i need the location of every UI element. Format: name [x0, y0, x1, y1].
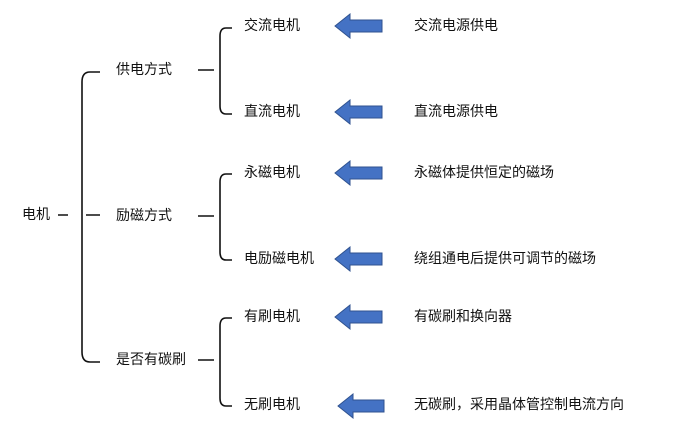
main-bracket: [58, 71, 100, 363]
motor-description: 永磁体提供恒定的磁场: [414, 165, 554, 181]
motor-type-label: 永磁电机: [244, 165, 300, 181]
category-label: 供电方式: [116, 62, 172, 78]
arrow-icon: [334, 12, 383, 40]
bracket-供电方式: [198, 27, 232, 115]
category-label: 励磁方式: [116, 208, 172, 224]
motor-description: 直流电源供电: [414, 104, 498, 120]
category-label: 是否有碳刷: [116, 352, 186, 368]
motor-type-label: 有刷电机: [244, 309, 300, 325]
motor-description: 绕组通电后提供可调节的磁场: [414, 251, 596, 267]
motor-description: 无碳刷，采用晶体管控制电流方向: [414, 397, 624, 413]
motor-description: 有碳刷和换向器: [414, 309, 512, 325]
motor-type-label: 直流电机: [244, 104, 300, 120]
arrow-icon: [334, 98, 383, 126]
bracket-励磁方式: [198, 173, 232, 261]
arrow-icon: [334, 159, 383, 187]
motor-type-label: 电励磁电机: [244, 251, 314, 267]
motor-type-label: 无刷电机: [244, 397, 300, 413]
motor-description: 交流电源供电: [414, 18, 498, 34]
motor-type-label: 交流电机: [244, 18, 300, 34]
arrow-icon: [334, 245, 383, 273]
arrow-icon: [337, 392, 385, 420]
root-label: 电机: [22, 207, 50, 223]
bracket-是否有碳刷: [198, 317, 232, 407]
arrow-icon: [334, 303, 383, 331]
